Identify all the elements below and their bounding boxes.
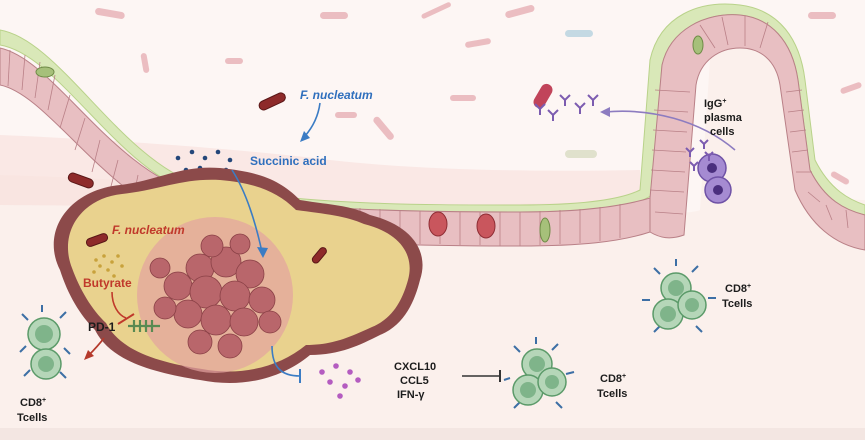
cd8-right-label: CD8+ Tcells bbox=[722, 283, 752, 310]
arrowhead bbox=[257, 247, 268, 258]
antibody-secretion-arrow bbox=[604, 110, 736, 151]
fusobacterium-bacterium bbox=[85, 233, 109, 247]
fn-tumor-label: F. nucleatum bbox=[112, 223, 185, 237]
cd8-middle-label: CD8+ Tcells bbox=[597, 373, 627, 400]
ifng-label: IFN-γ bbox=[397, 389, 425, 401]
svg-text:Tcells: Tcells bbox=[722, 298, 752, 310]
goblet-cell bbox=[539, 217, 551, 243]
tumor-inhibition-line bbox=[271, 345, 301, 377]
arrowhead bbox=[84, 350, 94, 360]
goblet-cell bbox=[35, 66, 55, 78]
butyrate-inhibition-line bbox=[111, 291, 127, 319]
goblet-cell bbox=[692, 35, 704, 55]
cd8-left-label: CD8+ Tcells bbox=[17, 397, 47, 424]
fn-to-succinic-arrow bbox=[304, 102, 321, 137]
antibody-bacteria-complex bbox=[533, 83, 599, 121]
chemokine-molecules bbox=[319, 363, 361, 399]
succinic-acid-label: Succinic acid bbox=[250, 154, 327, 168]
svg-text:CD8+: CD8+ bbox=[20, 397, 46, 409]
ccl5-label: CCL5 bbox=[400, 375, 429, 387]
cd8-tcells-right bbox=[642, 259, 716, 333]
cd8-tcells-left bbox=[19, 305, 71, 380]
epithelium-villus bbox=[649, 14, 865, 251]
butyrate-label: Butyrate bbox=[83, 276, 132, 290]
svg-text:plasma: plasma bbox=[704, 112, 743, 124]
paneth-cell bbox=[476, 213, 496, 239]
cxcl10-label: CXCL10 bbox=[394, 361, 436, 373]
svg-text:CD8+: CD8+ bbox=[600, 373, 626, 385]
svg-text:Tcells: Tcells bbox=[17, 412, 47, 424]
inhibition-bar bbox=[117, 313, 135, 325]
succinic-to-tumor-arrow bbox=[231, 169, 263, 253]
igg-plasma-label: IgG+ plasma cells bbox=[704, 98, 743, 138]
butyrate-molecules bbox=[92, 254, 124, 278]
lumen-bacteria bbox=[95, 2, 862, 185]
arrowhead bbox=[600, 107, 610, 117]
pd1-receptor bbox=[128, 320, 160, 332]
svg-text:cells: cells bbox=[710, 126, 734, 138]
svg-text:Tcells: Tcells bbox=[597, 388, 627, 400]
fusobacterium-bacterium bbox=[67, 172, 94, 189]
pd1-label: PD-1 bbox=[88, 320, 116, 334]
igg-plasma-cells bbox=[685, 139, 732, 204]
paneth-cell bbox=[428, 211, 448, 237]
fusobacterium-bacterium bbox=[311, 247, 327, 264]
fn-top-label: F. nucleatum bbox=[300, 88, 373, 102]
bottom-band bbox=[0, 428, 865, 440]
cd8-tcells-middle bbox=[503, 337, 575, 409]
arrowhead bbox=[300, 131, 310, 142]
fusobacterium-bacterium bbox=[258, 92, 286, 111]
svg-text:IgG+: IgG+ bbox=[704, 98, 726, 110]
svg-text:CD8+: CD8+ bbox=[725, 283, 751, 295]
